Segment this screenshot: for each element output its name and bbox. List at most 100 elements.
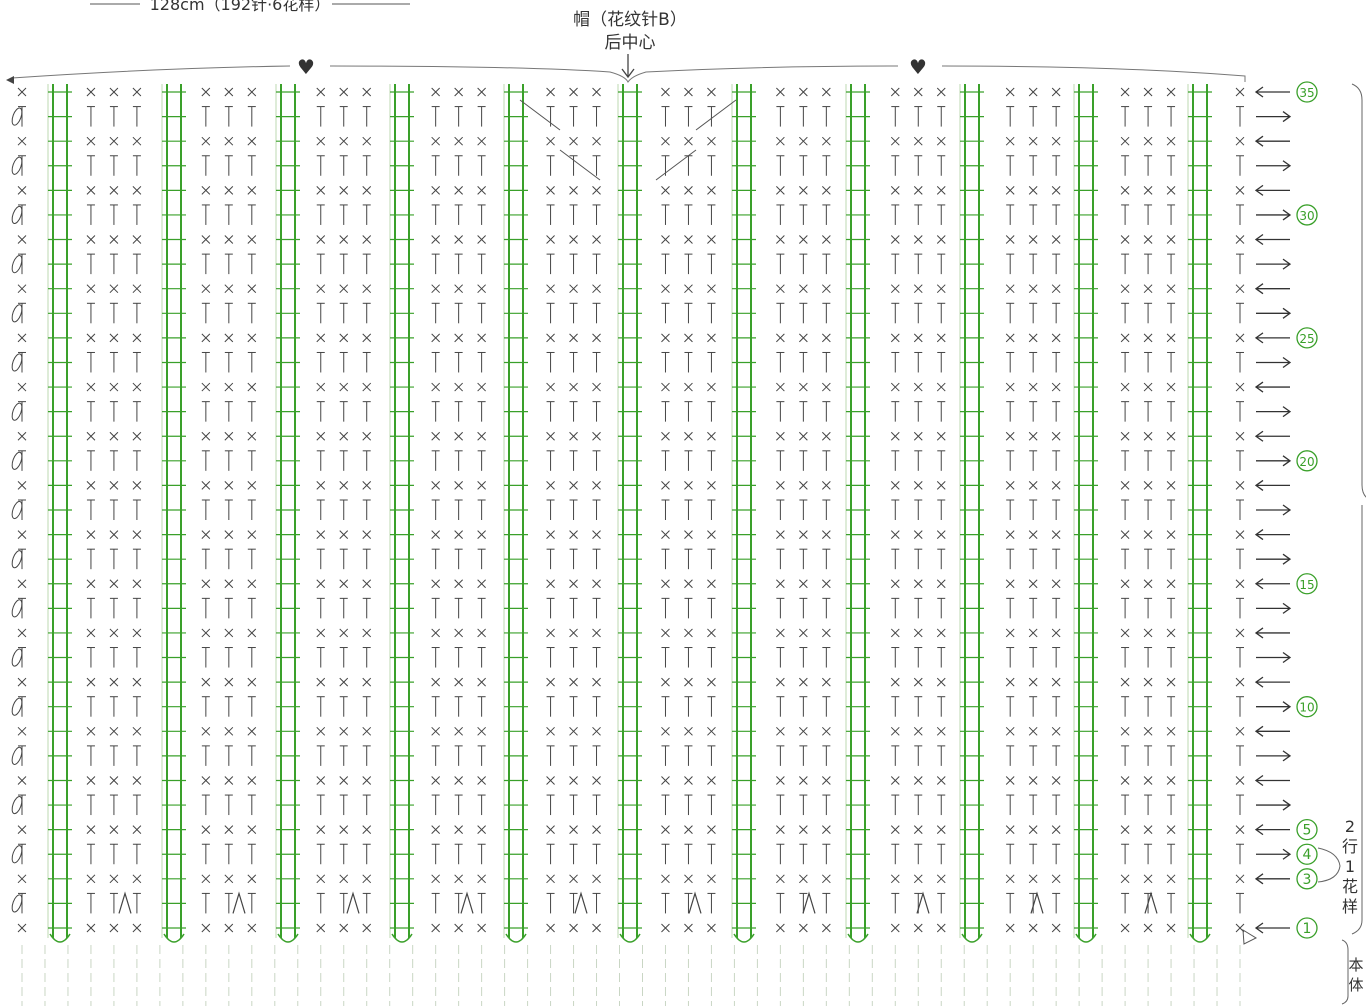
cable-column (959, 84, 984, 943)
hdc-stitch (1029, 892, 1038, 914)
sc-stitch (339, 284, 349, 294)
sc-stitch (913, 579, 923, 589)
sc-stitch (431, 726, 441, 736)
hdc-stitch (86, 204, 95, 225)
hdc-stitch (822, 106, 831, 127)
hdc-stitch (247, 892, 256, 914)
sc-stitch (17, 923, 27, 933)
sc-stitch (454, 628, 463, 638)
sc-stitch (109, 677, 119, 687)
hdc-stitch (1006, 548, 1015, 570)
hdc-stitch (86, 843, 95, 865)
sc-stitch (431, 431, 441, 441)
sc-stitch (132, 776, 142, 785)
hdc-stitch (18, 647, 26, 668)
hdc-stitch (684, 204, 693, 225)
arrow-right-icon (1256, 209, 1292, 221)
sc-stitch (132, 579, 142, 589)
repeat-note-char: 1 (1345, 857, 1355, 876)
hdc-stitch (316, 499, 325, 520)
sc-stitch (362, 874, 372, 884)
hdc-stitch (1029, 499, 1038, 520)
hdc-stitch (454, 204, 463, 225)
hdc-stitch (1029, 548, 1038, 570)
sc-stitch (362, 776, 372, 785)
hdc-stitch (661, 499, 670, 520)
sc-stitch (707, 382, 716, 392)
sc-stitch (799, 726, 808, 736)
sc-stitch (1166, 923, 1176, 933)
arrow-left-icon (1254, 184, 1290, 196)
hdc-stitch (201, 794, 210, 816)
sc-stitch (707, 726, 716, 736)
hdc-stitch (224, 843, 233, 865)
sc-stitch (339, 874, 349, 884)
hdc-stitch (776, 253, 785, 275)
hdc-stitch (109, 401, 118, 422)
sc-stitch (661, 431, 670, 441)
sc-stitch (362, 185, 372, 195)
arrow-left-icon (1254, 283, 1290, 295)
sc-stitch (109, 333, 119, 343)
sc-stitch (913, 382, 923, 392)
sc-stitch (1166, 677, 1176, 687)
hdc-stitch (684, 597, 693, 619)
sc-stitch (890, 431, 900, 441)
sc-stitch (776, 136, 785, 146)
hdc-stitch (661, 745, 670, 766)
hdc-stitch (1236, 597, 1244, 619)
sc-stitch (224, 431, 234, 441)
hdc-stitch (316, 647, 325, 668)
hdc-stitch (339, 106, 348, 127)
hdc-stitch (546, 696, 555, 717)
row-label-circle (1296, 818, 1318, 841)
hdc-stitch (109, 450, 118, 471)
hdc-stitch (1167, 745, 1176, 766)
sc-stitch (201, 284, 211, 294)
sc-stitch (890, 628, 900, 638)
sc-stitch (592, 579, 601, 589)
arrow-left-icon (1254, 430, 1290, 442)
hdc-stitch (1006, 892, 1015, 914)
hdc-stitch (592, 843, 601, 865)
sc-stitch (454, 284, 463, 294)
hdc-stitch (477, 794, 486, 816)
sc-stitch (1005, 235, 1015, 244)
hdc-stitch (891, 794, 900, 816)
chain-loop (11, 894, 23, 913)
hdc-stitch (546, 597, 555, 619)
sc-stitch (362, 825, 372, 835)
sc-stitch (477, 431, 486, 441)
hdc-stitch (18, 696, 26, 717)
sc-stitch (1120, 530, 1130, 539)
hdc-stitch (684, 794, 693, 816)
sc-stitch (776, 530, 785, 539)
hdc-stitch (546, 450, 555, 471)
hdc-stitch (891, 401, 900, 422)
hdc-stitch (224, 302, 233, 324)
hdc-stitch (1052, 597, 1061, 619)
hdc-stitch (684, 499, 693, 520)
hdc-stitch (247, 302, 256, 324)
sc-stitch (247, 628, 257, 638)
hdc-stitch (454, 892, 463, 914)
sc-stitch (707, 628, 716, 638)
cable-column (275, 84, 300, 943)
hdc-stitch (776, 843, 785, 865)
hdc-stitch (201, 351, 210, 373)
sc-stitch (913, 726, 923, 736)
sc-stitch (201, 825, 211, 835)
sc-stitch (776, 235, 785, 244)
sc-stitch (569, 530, 578, 539)
body-bracket (1341, 939, 1349, 1005)
sc-stitch (684, 333, 693, 343)
hdc-stitch (1052, 499, 1061, 520)
sc-stitch (569, 874, 578, 884)
hdc-stitch (822, 253, 831, 275)
hdc-stitch (339, 548, 348, 570)
hdc-stitch (1029, 401, 1038, 422)
cable-column (503, 84, 528, 943)
hdc-stitch (362, 647, 371, 668)
hdc-stitch (362, 302, 371, 324)
sc-stitch (592, 136, 601, 146)
